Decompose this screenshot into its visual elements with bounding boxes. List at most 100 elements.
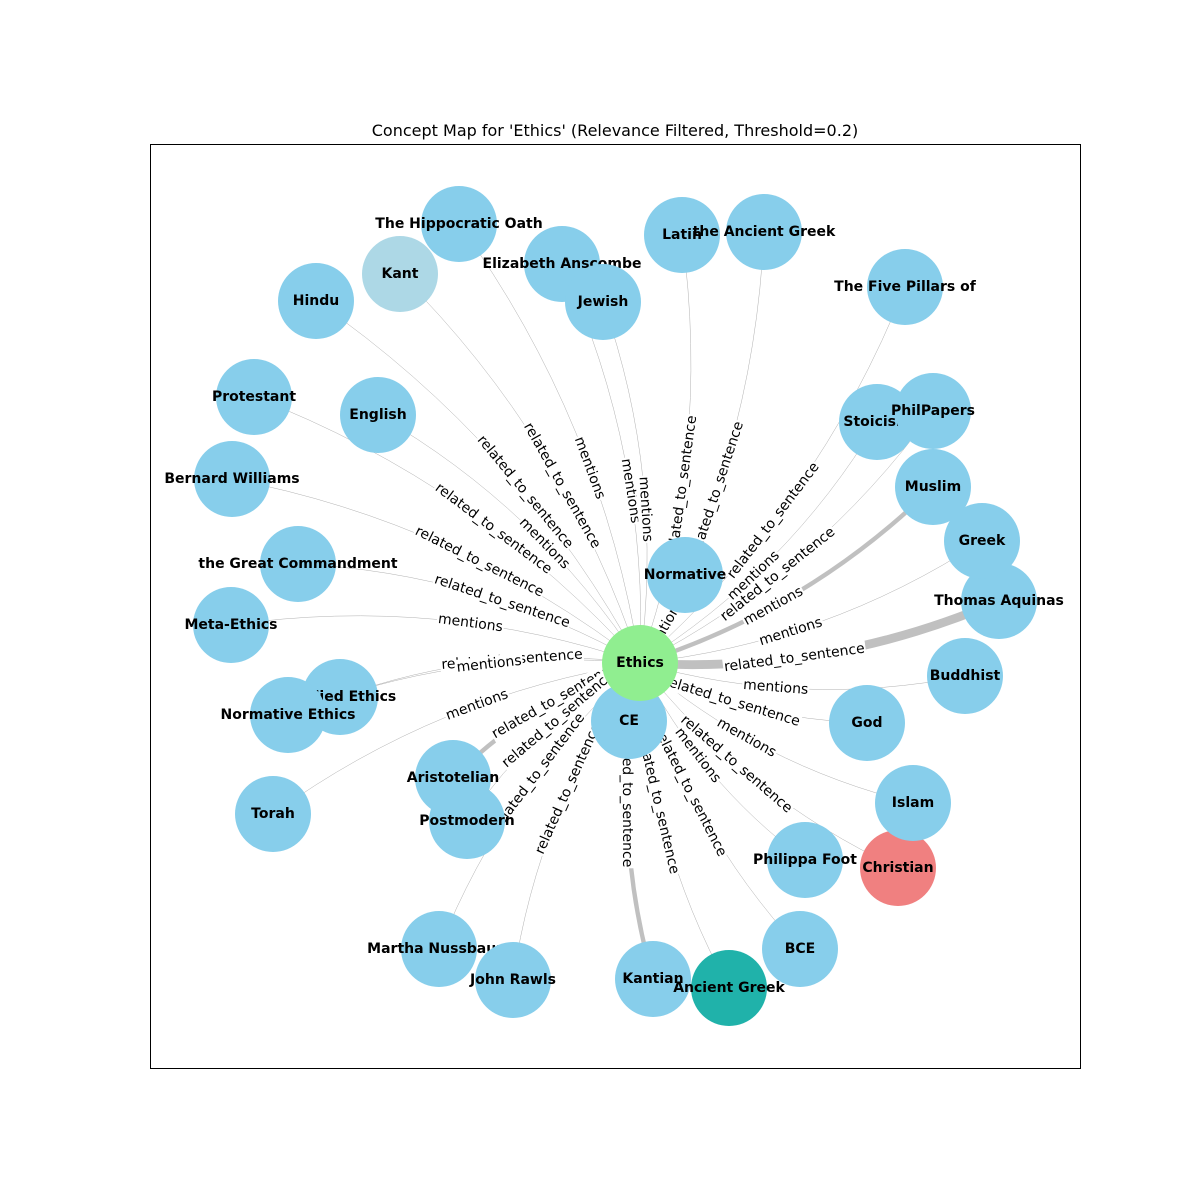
edge-the-hippocratic-oath [458, 223, 641, 664]
edge-label-background [687, 418, 748, 560]
node-muslim: Muslim [895, 449, 971, 525]
node-christian: Christian [860, 830, 936, 906]
node-label: Bernard Williams [164, 471, 299, 487]
edge-label-background [618, 724, 636, 869]
node-jewish: Jewish [565, 264, 641, 340]
node-circle [475, 942, 551, 1018]
node-circle [767, 822, 843, 898]
node-circle [216, 359, 292, 435]
edge-label-background [664, 413, 701, 558]
node-label: the Great Commandment [198, 556, 397, 572]
node-circle [860, 830, 936, 906]
edge-label-background [741, 676, 810, 699]
node-ce: CE [591, 683, 667, 759]
node-circle [591, 683, 667, 759]
node-label: Martha Nussbaum [367, 941, 511, 957]
node-label: God [851, 715, 882, 731]
edge-label-kantian: related_to_sentence [618, 724, 636, 869]
node-label: Protestant [212, 389, 296, 405]
node-label: Latin [662, 227, 702, 243]
node-the-hippocratic-oath: The Hippocratic Oath [375, 186, 543, 262]
node-label: BCE [785, 941, 816, 957]
plot-frame [150, 144, 1081, 1069]
node-circle [762, 911, 838, 987]
edge-label-buddhist: mentions [741, 676, 810, 699]
edge-label-background [635, 475, 656, 544]
node-the-great-commandment: the Great Commandment [198, 526, 398, 602]
chart-title: Concept Map for 'Ethics' (Relevance Filt… [372, 121, 858, 140]
edge-label-background [670, 723, 725, 787]
node-ethics: Ethics [602, 625, 678, 701]
node-hindu: Hindu [278, 263, 354, 339]
edge-label-background [756, 614, 826, 650]
edge-label-background [488, 658, 622, 743]
node-circle [647, 537, 723, 613]
node-the-five-pillars-of: The Five Pillars of [834, 249, 977, 325]
edge-label-text: related_to_sentence [619, 726, 635, 868]
node-label: The Five Pillars of [834, 279, 977, 295]
node-label: John Rawls [469, 972, 556, 988]
edge-label-text: mentions [456, 653, 523, 676]
node-meta-ethics: Meta-Ethics [184, 587, 278, 663]
node-bce: BCE [762, 911, 838, 987]
node-circle [726, 194, 802, 270]
edge-label-background [722, 640, 867, 676]
node-circle [644, 197, 720, 273]
node-circle [194, 441, 270, 517]
edge-label-background [650, 724, 731, 861]
node-label: Postmodern [419, 813, 515, 829]
edge-label-background [723, 458, 824, 583]
edge-label-background [436, 610, 505, 636]
node-the-ancient-greek: the Ancient Greek [693, 194, 836, 270]
edge-label-normative-ethics: mentions [454, 652, 524, 676]
node-label: Kant [382, 266, 419, 282]
edge-label-background [570, 433, 609, 503]
node-circle [565, 264, 641, 340]
node-circle [401, 911, 477, 987]
node-label: Ancient Greek [673, 980, 785, 996]
edge-label-background [473, 431, 578, 553]
edge-label-background [634, 732, 683, 877]
edge-label-background [716, 523, 839, 626]
node-postmodern: Postmodern [419, 783, 515, 859]
node-label: The Hippocratic Oath [375, 216, 542, 232]
node-god: God [829, 685, 905, 761]
node-circle [927, 638, 1003, 714]
node-circle [193, 587, 269, 663]
node-protestant: Protestant [212, 359, 296, 435]
node-circle [691, 950, 767, 1026]
edge-label-background [519, 419, 605, 553]
edge-label-background [713, 714, 780, 762]
edge-label-background [723, 546, 784, 605]
node-kant: Kant [362, 236, 438, 312]
node-label: Stoicism [843, 414, 910, 430]
edge-label-background [431, 479, 556, 579]
edge-label-background [411, 522, 548, 602]
edge-label-background [431, 571, 573, 632]
node-label: the Ancient Greek [693, 224, 836, 240]
edge-label-background [676, 711, 797, 818]
edge-label-text: mentions [636, 476, 656, 542]
edge-label-background [498, 666, 619, 772]
node-label: Christian [862, 860, 933, 876]
node-label: PhilPapers [891, 403, 975, 419]
node-label: Islam [892, 795, 934, 811]
node-label: Muslim [905, 479, 961, 495]
node-normative: Normative [644, 537, 726, 613]
edge-label-background [442, 685, 512, 725]
edge-label-background [454, 652, 524, 676]
node-circle [895, 373, 971, 449]
edge-label-background [660, 672, 803, 731]
node-circle [250, 677, 326, 753]
node-label: Aristotelian [407, 770, 499, 786]
edge-label-text: mentions [743, 677, 809, 698]
edge-label-background [515, 513, 574, 574]
edge-label-background [488, 709, 589, 834]
node-circle [340, 377, 416, 453]
node-circle [260, 526, 336, 602]
node-ancient-greek: Ancient Greek [673, 950, 786, 1026]
node-latin: Latin [644, 197, 720, 273]
node-martha-nussbaum: Martha Nussbaum [367, 911, 511, 987]
